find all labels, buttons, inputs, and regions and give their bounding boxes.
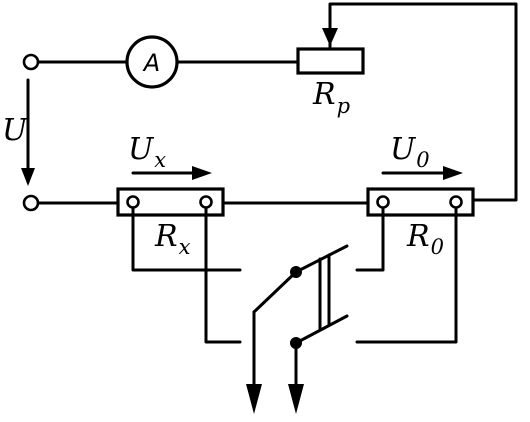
ux-arrowhead	[192, 166, 212, 180]
rx-potential-terminal-left	[126, 195, 140, 209]
rheostat-label: Rp	[312, 77, 350, 118]
u0-arrowhead	[443, 166, 463, 180]
rheostat	[296, 47, 365, 75]
wire-rheostat-slider-return	[328, 2, 518, 202]
supply-terminal-top	[22, 53, 40, 71]
r0-potential-terminal-right	[449, 195, 463, 209]
output-arrow-left	[246, 384, 262, 414]
switch-pivot-upper	[290, 266, 302, 278]
rx-lead-right	[204, 206, 242, 344]
supply-voltage-label: U	[2, 113, 29, 148]
resistor-r0	[366, 187, 475, 217]
rx-label: Rx	[154, 219, 191, 259]
rheostat-slider-arrow	[322, 28, 338, 46]
ux-label: Ux	[128, 132, 166, 172]
r0-lead-left	[355, 206, 385, 272]
ammeter-label: A	[142, 49, 160, 77]
supply-terminal-bottom	[22, 194, 40, 212]
switch-blade-lower	[294, 314, 349, 345]
r0-label: R0	[406, 219, 444, 259]
r0-lead-right	[355, 206, 458, 344]
output-arrow-right	[288, 384, 304, 414]
supply-voltage-arrowhead	[21, 168, 35, 186]
u0-label: U0	[390, 132, 430, 172]
switch-pivot-upper-link	[252, 270, 298, 314]
rx-lead-left	[131, 206, 242, 272]
rx-potential-terminal-right	[199, 195, 213, 209]
r0-potential-terminal-left	[376, 195, 390, 209]
